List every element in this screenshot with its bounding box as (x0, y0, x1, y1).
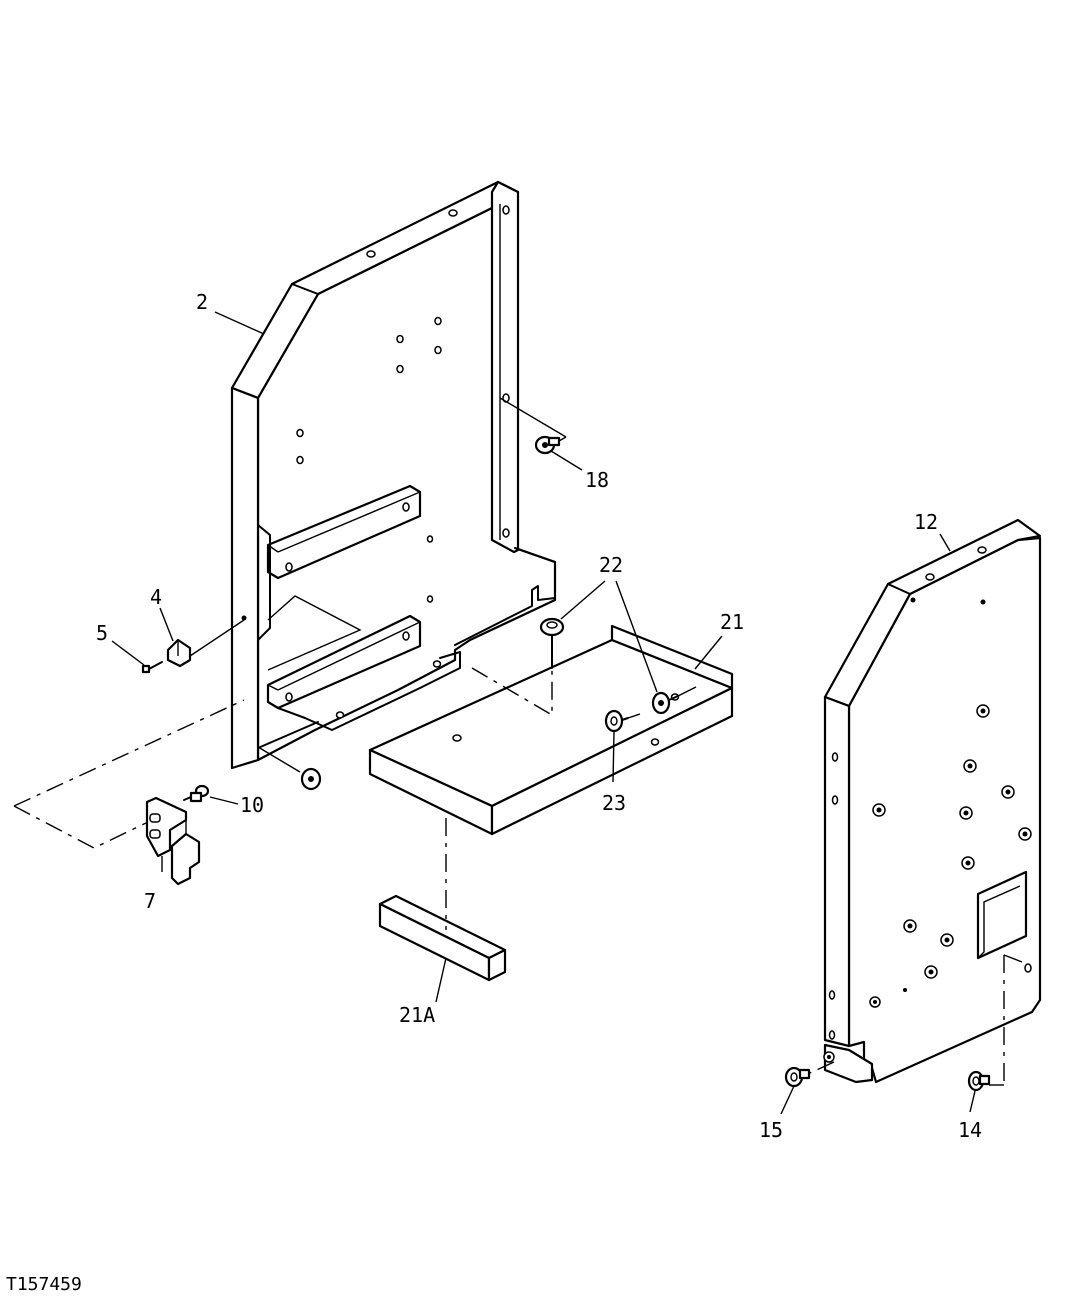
assembly-phantom-lines (13, 397, 1023, 1086)
callout-15: 15 (759, 1118, 783, 1142)
washer-part-23 (604, 709, 629, 733)
bolt-part-5 (141, 661, 163, 674)
callout-4: 4 (150, 585, 162, 609)
bolt-part-15 (784, 1066, 811, 1088)
bolt-part-10 (183, 784, 210, 803)
nut-part-22-lower (651, 691, 679, 715)
callout-23: 23 (602, 791, 626, 815)
callout-2: 2 (196, 290, 208, 314)
bolt-part-14 (967, 1070, 991, 1092)
callout-12: 12 (914, 510, 938, 534)
pad-part-21a (378, 894, 507, 982)
callout-leaders (111, 311, 976, 1115)
latch-bracket-part-7 (145, 796, 201, 886)
side-cover-part-12 (823, 518, 1042, 1084)
panel-frame-part-2 (230, 180, 557, 770)
nut-part-18 (534, 435, 561, 455)
callout-14: 14 (958, 1118, 982, 1142)
retainer-part-4 (166, 638, 192, 668)
callout-10: 10 (240, 793, 264, 817)
tray-part-21 (368, 624, 734, 836)
cover-nut-inserts (823, 704, 1032, 1063)
callout-5: 5 (96, 621, 108, 645)
callout-22: 22 (599, 553, 623, 577)
figure-id: T157459 (6, 1274, 82, 1295)
callout-21: 21 (720, 610, 744, 634)
callout-18: 18 (585, 468, 609, 492)
bolt-part-22-upper (539, 617, 565, 669)
callout-7: 7 (144, 889, 156, 913)
callout-21a: 21A (399, 1003, 435, 1027)
callout-labels: 2 4 5 7 10 12 14 15 18 21 21A 22 23 (96, 290, 982, 1142)
nut-frame-bottom (300, 767, 322, 791)
